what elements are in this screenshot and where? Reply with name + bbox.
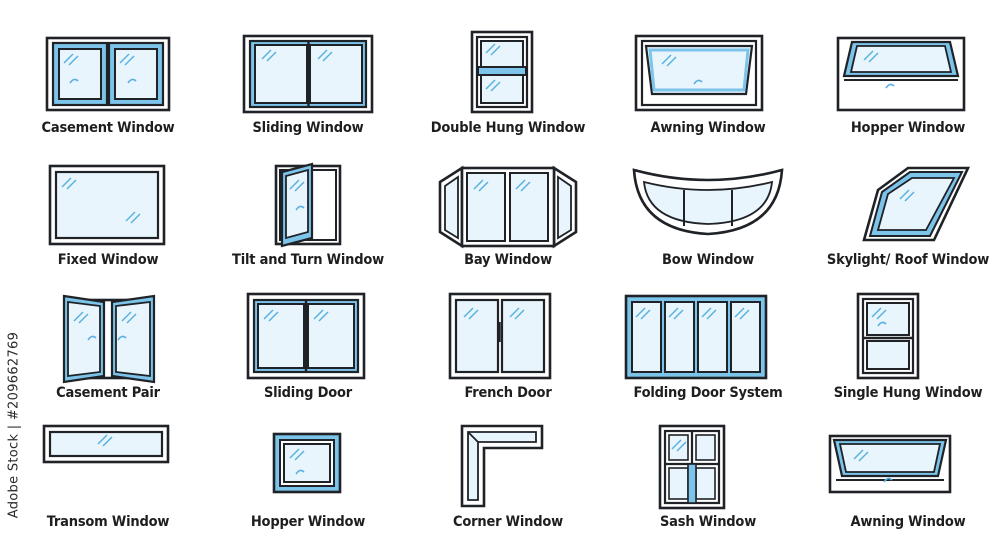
window-type-card: Awning Window — [618, 28, 798, 158]
fixed-window-icon — [48, 164, 166, 246]
window-type-label: Sash Window — [659, 514, 757, 530]
sliding-door-icon — [246, 292, 366, 380]
sash-window-icon — [658, 424, 726, 510]
window-type-card: Hopper Window — [218, 422, 398, 552]
window-type-label: Corner Window — [453, 514, 563, 530]
window-type-label: Awning Window — [850, 514, 966, 530]
window-type-label: Transom Window — [46, 514, 170, 530]
stock-id-watermark: Adobe Stock | #209662769 — [4, 300, 24, 550]
hopper-window-icon — [836, 36, 966, 112]
window-type-card: Folding Door System — [618, 290, 798, 420]
window-type-label: Bow Window — [662, 252, 754, 268]
window-type-label: Hopper Window — [250, 514, 366, 530]
casement-pair-icon — [62, 294, 156, 384]
window-type-card: Corner Window — [418, 422, 598, 552]
window-type-card: Sash Window — [618, 422, 798, 552]
window-type-card: Single Hung Window — [818, 290, 998, 420]
window-type-card: Skylight/ Roof Window — [818, 160, 998, 290]
window-type-card: Transom Window — [18, 422, 198, 552]
window-type-card: Tilt and Turn Window — [218, 160, 398, 290]
tilt-and-turn-window-icon — [274, 162, 342, 248]
window-type-card: French Door — [418, 290, 598, 420]
stock-id-text: Adobe Stock | #209662769 — [6, 331, 22, 519]
window-type-label: Fixed Window — [57, 252, 159, 268]
window-type-card: Casement Pair — [18, 290, 198, 420]
window-type-label: Bay Window — [464, 252, 552, 268]
window-type-card: Bow Window — [618, 160, 798, 290]
window-type-label: Sliding Door — [263, 385, 353, 401]
casement-window-icon — [45, 36, 171, 112]
window-type-label: Single Hung Window — [833, 385, 983, 401]
window-type-card: Bay Window — [418, 160, 598, 290]
window-type-label: Casement Pair — [56, 385, 160, 401]
window-type-card: Hopper Window — [818, 28, 998, 158]
window-type-label: Tilt and Turn Window — [232, 252, 384, 268]
window-type-card: Awning Window — [818, 422, 998, 552]
transom-window-icon — [42, 424, 170, 464]
window-type-label: Hopper Window — [850, 120, 966, 136]
window-type-label: Sliding Window — [252, 120, 364, 136]
window-type-card: Sliding Window — [218, 28, 398, 158]
window-type-card: Double Hung Window — [418, 28, 598, 158]
window-type-card: Casement Window — [18, 28, 198, 158]
bay-window-icon — [438, 165, 578, 249]
sliding-window-icon — [242, 34, 374, 114]
window-type-card: Fixed Window — [18, 160, 198, 290]
window-type-label: Casement Window — [41, 120, 175, 136]
corner-window-icon — [460, 424, 544, 508]
window-type-label: Skylight/ Roof Window — [826, 252, 990, 268]
folding-door-system-icon — [624, 294, 768, 380]
skylight-roof-window-icon — [862, 166, 971, 242]
awning-window-icon — [634, 34, 764, 112]
hopper-window-small-icon — [272, 432, 342, 494]
window-type-card: Sliding Door — [218, 290, 398, 420]
window-type-label: French Door — [464, 385, 552, 401]
french-door-icon — [448, 292, 552, 380]
bow-window-icon — [632, 168, 784, 236]
window-type-label: Double Hung Window — [430, 120, 586, 136]
awning-window-small-icon — [828, 434, 952, 494]
double-hung-window-icon — [470, 30, 534, 114]
single-hung-window-icon — [856, 292, 920, 380]
window-type-label: Folding Door System — [633, 385, 783, 401]
window-type-label: Awning Window — [650, 120, 766, 136]
